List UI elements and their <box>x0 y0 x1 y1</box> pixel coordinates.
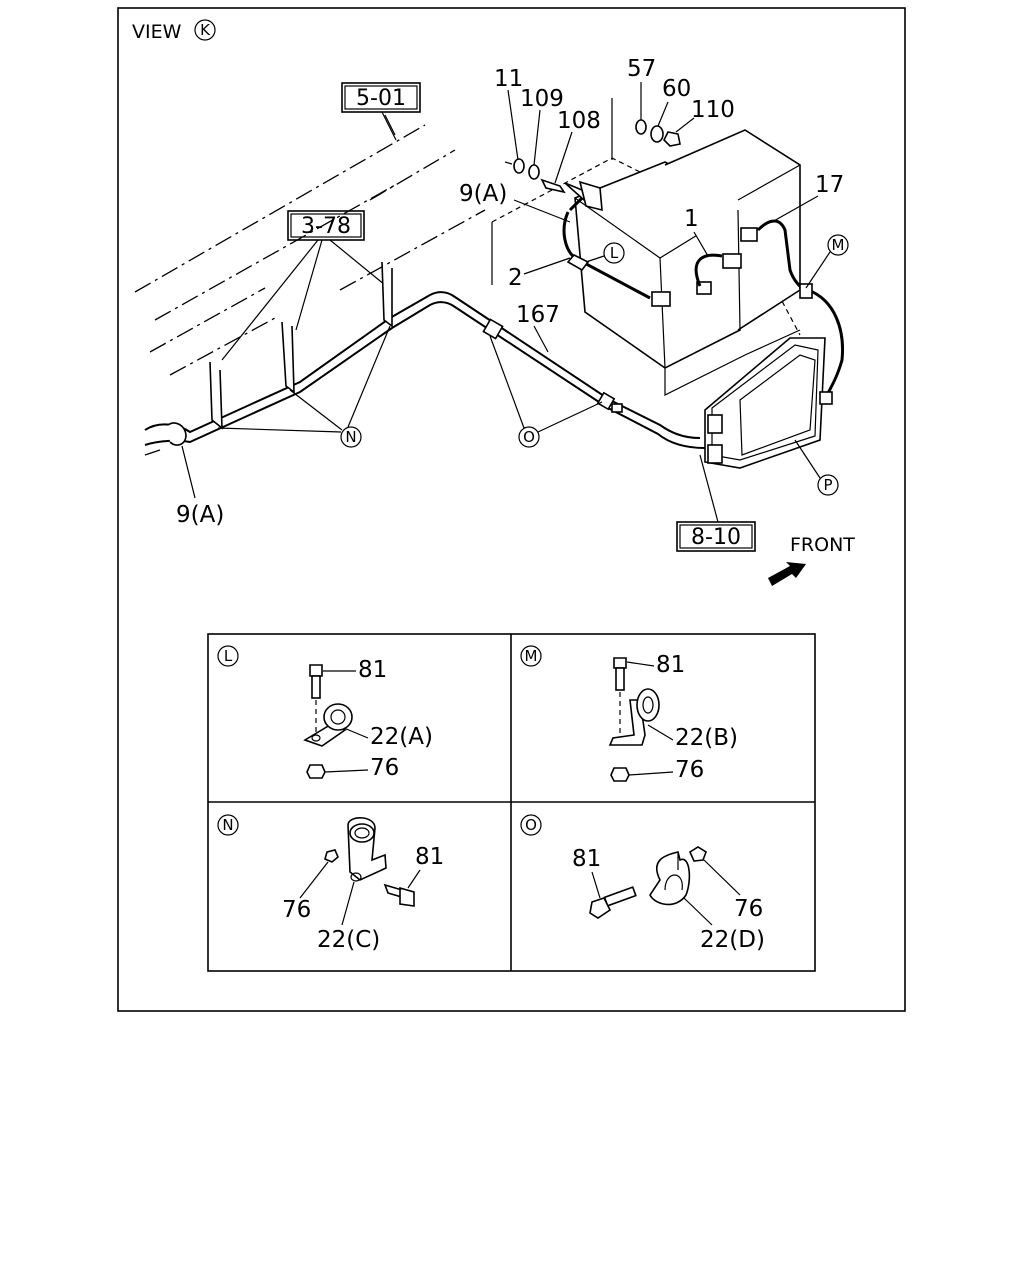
label-109: 109 <box>520 86 564 112</box>
svg-text:L: L <box>224 647 233 665</box>
ref-5-01-label: 5-01 <box>356 86 406 111</box>
svg-text:76: 76 <box>734 896 763 922</box>
svg-text:76: 76 <box>370 755 399 781</box>
ref-3-78-leaders <box>221 239 386 361</box>
detail-grid <box>207 633 816 972</box>
ref-box-3-78 <box>287 210 365 241</box>
svg-text:M: M <box>832 236 845 254</box>
label-17: 17 <box>815 172 844 198</box>
relay-box <box>704 337 833 469</box>
label-108: 108 <box>557 108 601 134</box>
detail-O: O 81 76 22(D) <box>520 814 765 953</box>
ref-8-10-label: 8-10 <box>691 525 741 550</box>
callout-P: P <box>794 439 839 496</box>
svg-text:76: 76 <box>675 757 704 783</box>
callout-L: L <box>585 242 625 264</box>
detail-M: M 81 22(B) 76 <box>520 645 738 783</box>
svg-text:81: 81 <box>358 657 387 683</box>
svg-text:N: N <box>345 428 356 446</box>
svg-text:O: O <box>525 816 537 834</box>
svg-text:22(D): 22(D) <box>700 927 765 953</box>
ref-box-5-01 <box>341 82 421 113</box>
harness-167 <box>144 261 706 456</box>
label-9a-bottom: 9(A) <box>176 502 224 528</box>
label-2: 2 <box>508 265 523 291</box>
detail-L: L 81 22(A) 76 <box>217 645 433 781</box>
ref-3-78-label: 3-78 <box>301 214 351 239</box>
label-110: 110 <box>691 97 735 123</box>
label-167: 167 <box>516 302 560 328</box>
svg-text:22(B): 22(B) <box>675 725 738 751</box>
view-marker-letter: K <box>200 21 211 39</box>
label-1: 1 <box>684 206 699 232</box>
label-60: 60 <box>662 76 691 102</box>
label-57: 57 <box>627 56 656 82</box>
svg-text:81: 81 <box>572 846 601 872</box>
chassis-phantom-lines <box>134 114 486 376</box>
svg-text:O: O <box>523 428 535 446</box>
svg-text:76: 76 <box>282 897 311 923</box>
view-title: VIEW <box>132 21 182 43</box>
bolt-washer-stack <box>504 158 603 212</box>
svg-text:81: 81 <box>415 844 444 870</box>
svg-text:N: N <box>222 816 233 834</box>
battery-assembly <box>491 98 845 399</box>
detail-N: N 81 76 22(C) <box>217 814 444 953</box>
outer-frame <box>117 7 906 1012</box>
svg-text:P: P <box>823 476 832 494</box>
svg-text:22(A): 22(A) <box>370 724 433 750</box>
ref-box-8-10 <box>676 521 756 552</box>
svg-text:81: 81 <box>656 652 685 678</box>
svg-text:L: L <box>610 244 619 262</box>
nut-washer-stack <box>635 119 681 147</box>
label-11: 11 <box>494 66 523 92</box>
svg-text:M: M <box>525 647 538 665</box>
callout-N: N <box>217 325 391 448</box>
front-arrow-icon <box>768 562 806 586</box>
label-9a-top: 9(A) <box>459 181 507 207</box>
callout-O: O <box>489 335 603 448</box>
svg-text:22(C): 22(C) <box>317 927 380 953</box>
view-marker-circle <box>194 19 216 41</box>
front-label: FRONT <box>790 534 855 556</box>
callout-M: M <box>805 234 849 289</box>
